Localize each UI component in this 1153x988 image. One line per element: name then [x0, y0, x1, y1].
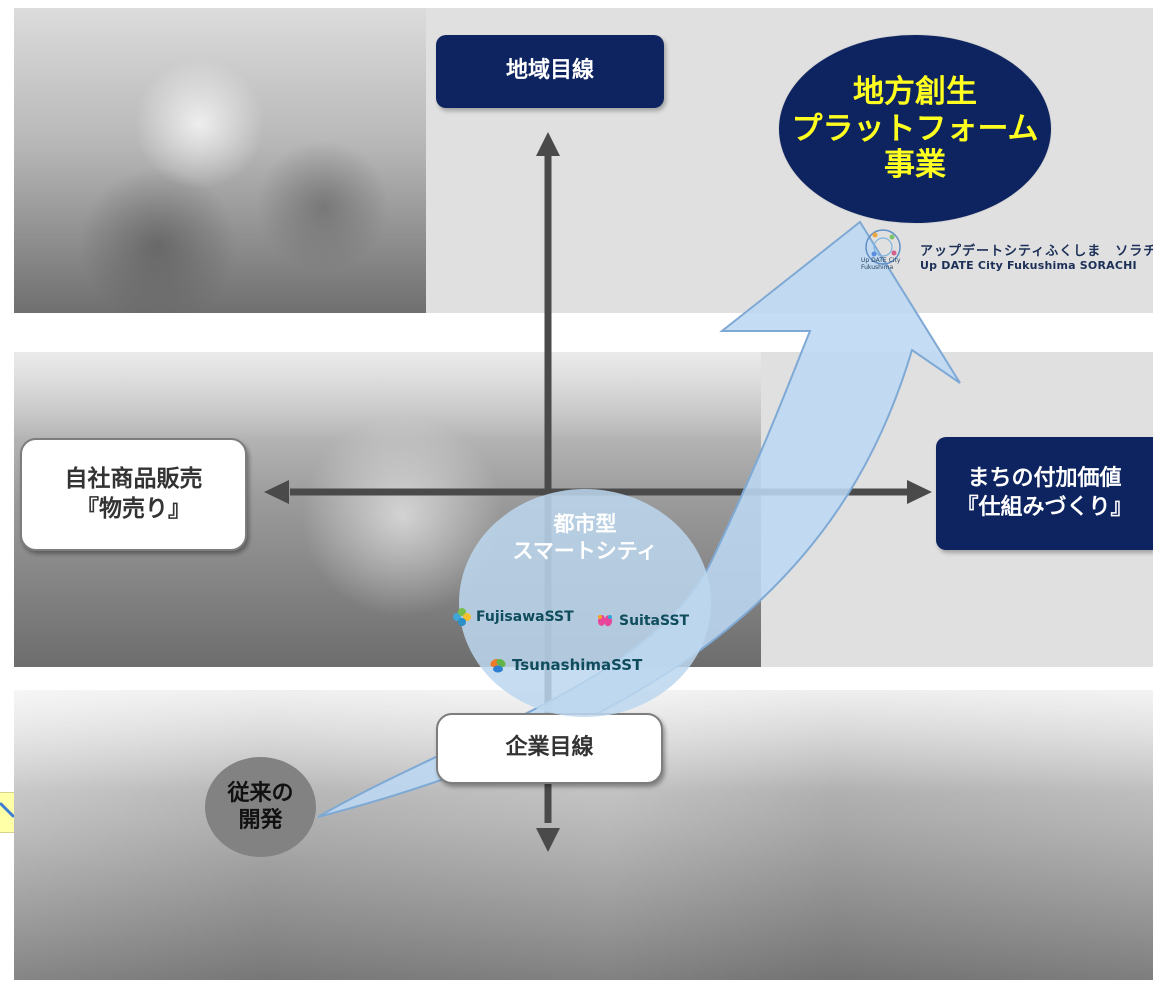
town-value-box: まちの付加価値 『仕組みづくり』 [936, 437, 1153, 550]
product-sales-box: 自社商品販売 『物売り』 [20, 438, 247, 551]
regional-perspective-box: 地域目線 [436, 35, 664, 108]
fukushima-logo-block: Up DATE City Fukushima アップデートシティふくしま ソラチ… [861, 225, 1153, 275]
urban-smart-city-circle: 都市型 スマートシティ [459, 489, 711, 717]
arrow-left-icon [264, 480, 289, 504]
regional-platform-circle: 地方創生 プラットフォーム 事業 [779, 35, 1051, 223]
fujisawa-sst-logo: FujisawaSST [452, 607, 574, 627]
arrow-right-icon [907, 480, 932, 504]
arrow-down-icon [536, 828, 560, 852]
corporate-perspective-box: 企業目線 [436, 713, 663, 784]
fujisawa-logo-icon [453, 608, 471, 626]
logo-mark-label: Up DATE City Fukushima [861, 257, 901, 271]
tsunashima-logo-text: TsunashimaSST [512, 655, 643, 674]
arrow-up-icon [536, 132, 560, 156]
suita-sst-logo: SuitaSST [595, 611, 689, 631]
traditional-development-circle: 従来の 開発 [205, 757, 316, 857]
left-edge-pointer-icon [0, 802, 14, 818]
logo-english-text: Up DATE City Fukushima SORACHI [920, 259, 1137, 272]
tsunashima-sst-logo: TsunashimaSST [488, 655, 642, 675]
logo-japanese-text: アップデートシティふくしま ソラチ [920, 244, 1153, 259]
update-city-logo-icon [865, 229, 901, 265]
left-edge-highlight [0, 792, 14, 833]
tsunashima-logo-icon [490, 658, 506, 673]
suita-logo-text: SuitaSST [619, 613, 690, 629]
fujisawa-logo-text: FujisawaSST [476, 609, 574, 625]
suita-logo-icon [598, 615, 612, 627]
family-photo-background [14, 8, 426, 313]
